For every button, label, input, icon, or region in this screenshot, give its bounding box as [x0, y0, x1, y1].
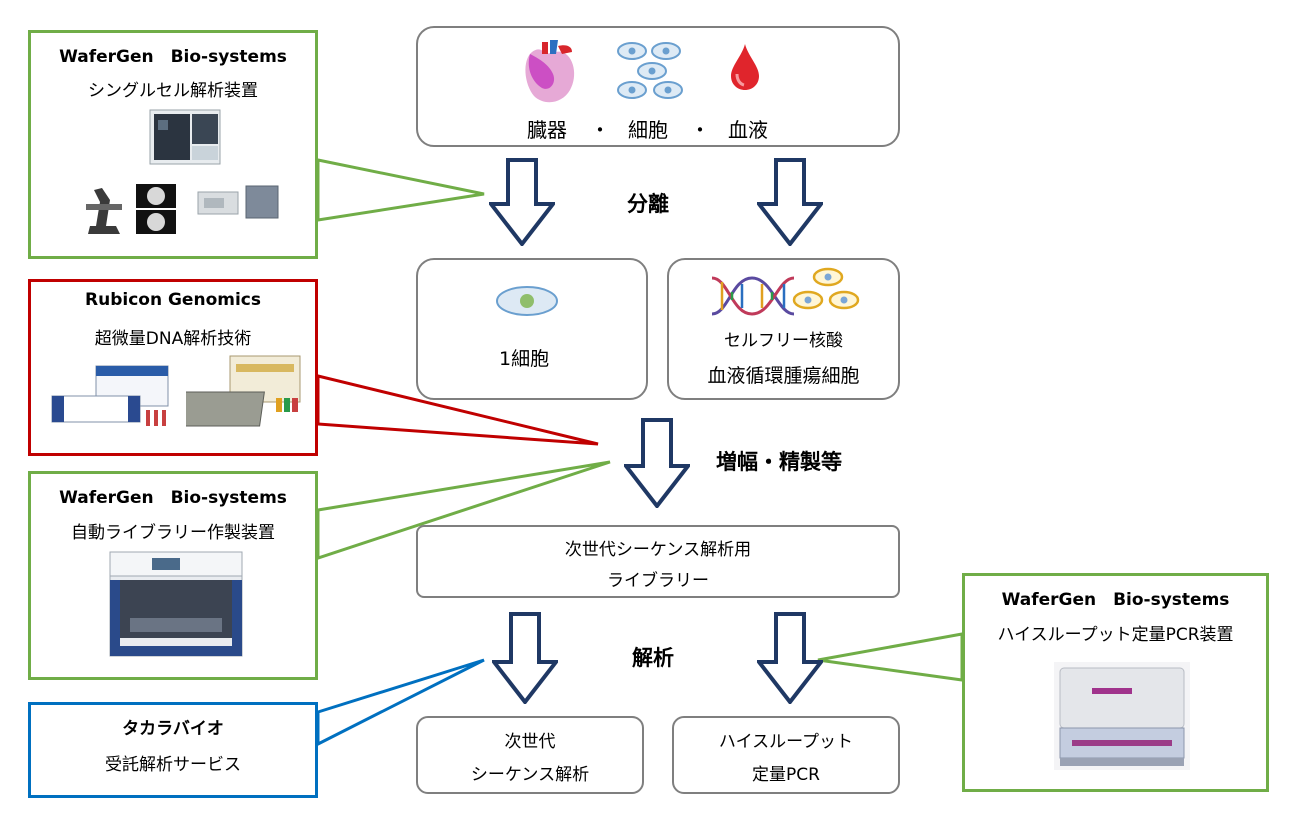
single-cell-box: [416, 258, 648, 400]
callout-pointer-wafergen-singlecell: [316, 158, 485, 222]
step-amplification-label: 増幅・精製等: [716, 450, 842, 474]
callout-wafergen-singlecell-company: WaferGen Bio-systems: [59, 47, 287, 67]
callout-wafergen-qpcr-product: ハイスループット定量PCR装置: [997, 625, 1234, 645]
step-analysis-label: 解析: [632, 646, 674, 670]
down-arrow-icon: [757, 612, 823, 704]
callout-rubicon-product: 超微量DNA解析技術: [94, 329, 252, 349]
ngs-label-line1: 次世代: [504, 732, 556, 752]
cells-icon: [617, 42, 683, 99]
down-arrow-icon: [489, 158, 555, 246]
qpcr-label-line1: ハイスループット: [718, 732, 854, 752]
cells-icon: [792, 267, 860, 310]
qpcr-instrument-image: [1054, 662, 1190, 770]
callout-pointer-wafergen-library: [316, 460, 611, 561]
dna-icon: [711, 276, 795, 316]
callout-rubicon-company: Rubicon Genomics: [85, 290, 261, 310]
blood-drop-icon: [731, 44, 759, 90]
kit-box-image: [186, 355, 301, 427]
step-separation-label: 分離: [627, 192, 669, 216]
source-label-cell: 細胞: [628, 118, 668, 142]
ngs-label-line2: シーケンス解析: [470, 765, 590, 785]
callout-takara: [28, 702, 318, 798]
callout-takara-product: 受託解析サービス: [105, 755, 241, 775]
cellfree-label-line1: セルフリー核酸: [724, 331, 843, 351]
callout-pointer-wafergen-qpcr: [817, 632, 964, 682]
source-label-blood: 血液: [728, 118, 768, 142]
microscope-image: [86, 184, 176, 234]
callout-takara-company: タカラバイオ: [122, 719, 224, 739]
cellfree-label-line2: 血液循環腫瘍細胞: [707, 365, 860, 387]
chip-image: [197, 185, 279, 219]
library-label-line2: ライブラリー: [607, 571, 709, 591]
callout-wafergen-qpcr-company: WaferGen Bio-systems: [1001, 590, 1230, 610]
kit-box-image: [51, 365, 169, 426]
callout-pointer-takara: [316, 658, 485, 747]
source-label-organ: 臓器: [527, 118, 567, 142]
source-separator-1: ・: [590, 118, 610, 142]
callout-wafergen-library-product: 自動ライブラリー作製装置: [71, 523, 275, 543]
down-arrow-icon: [757, 158, 823, 246]
qpcr-box: [672, 716, 900, 794]
callout-wafergen-library-company: WaferGen Bio-systems: [59, 488, 287, 508]
single-cell-label: 1細胞: [499, 348, 550, 370]
library-box: [416, 525, 900, 598]
down-arrow-icon: [624, 418, 690, 508]
heart-icon: [525, 40, 575, 103]
source-separator-2: ・: [690, 118, 710, 142]
callout-pointer-rubicon: [316, 374, 599, 446]
ngs-box: [416, 716, 644, 794]
callout-wafergen-singlecell-product: シングルセル解析装置: [88, 81, 258, 101]
singlecell-instrument-image: [149, 109, 221, 165]
library-prep-instrument-image: [109, 551, 243, 657]
single-cell-icon: [496, 286, 558, 316]
down-arrow-icon: [492, 612, 558, 704]
qpcr-label-line2: 定量PCR: [752, 765, 820, 785]
library-label-line1: 次世代シーケンス解析用: [564, 540, 752, 560]
callout-wafergen-qpcr: [962, 573, 1269, 792]
